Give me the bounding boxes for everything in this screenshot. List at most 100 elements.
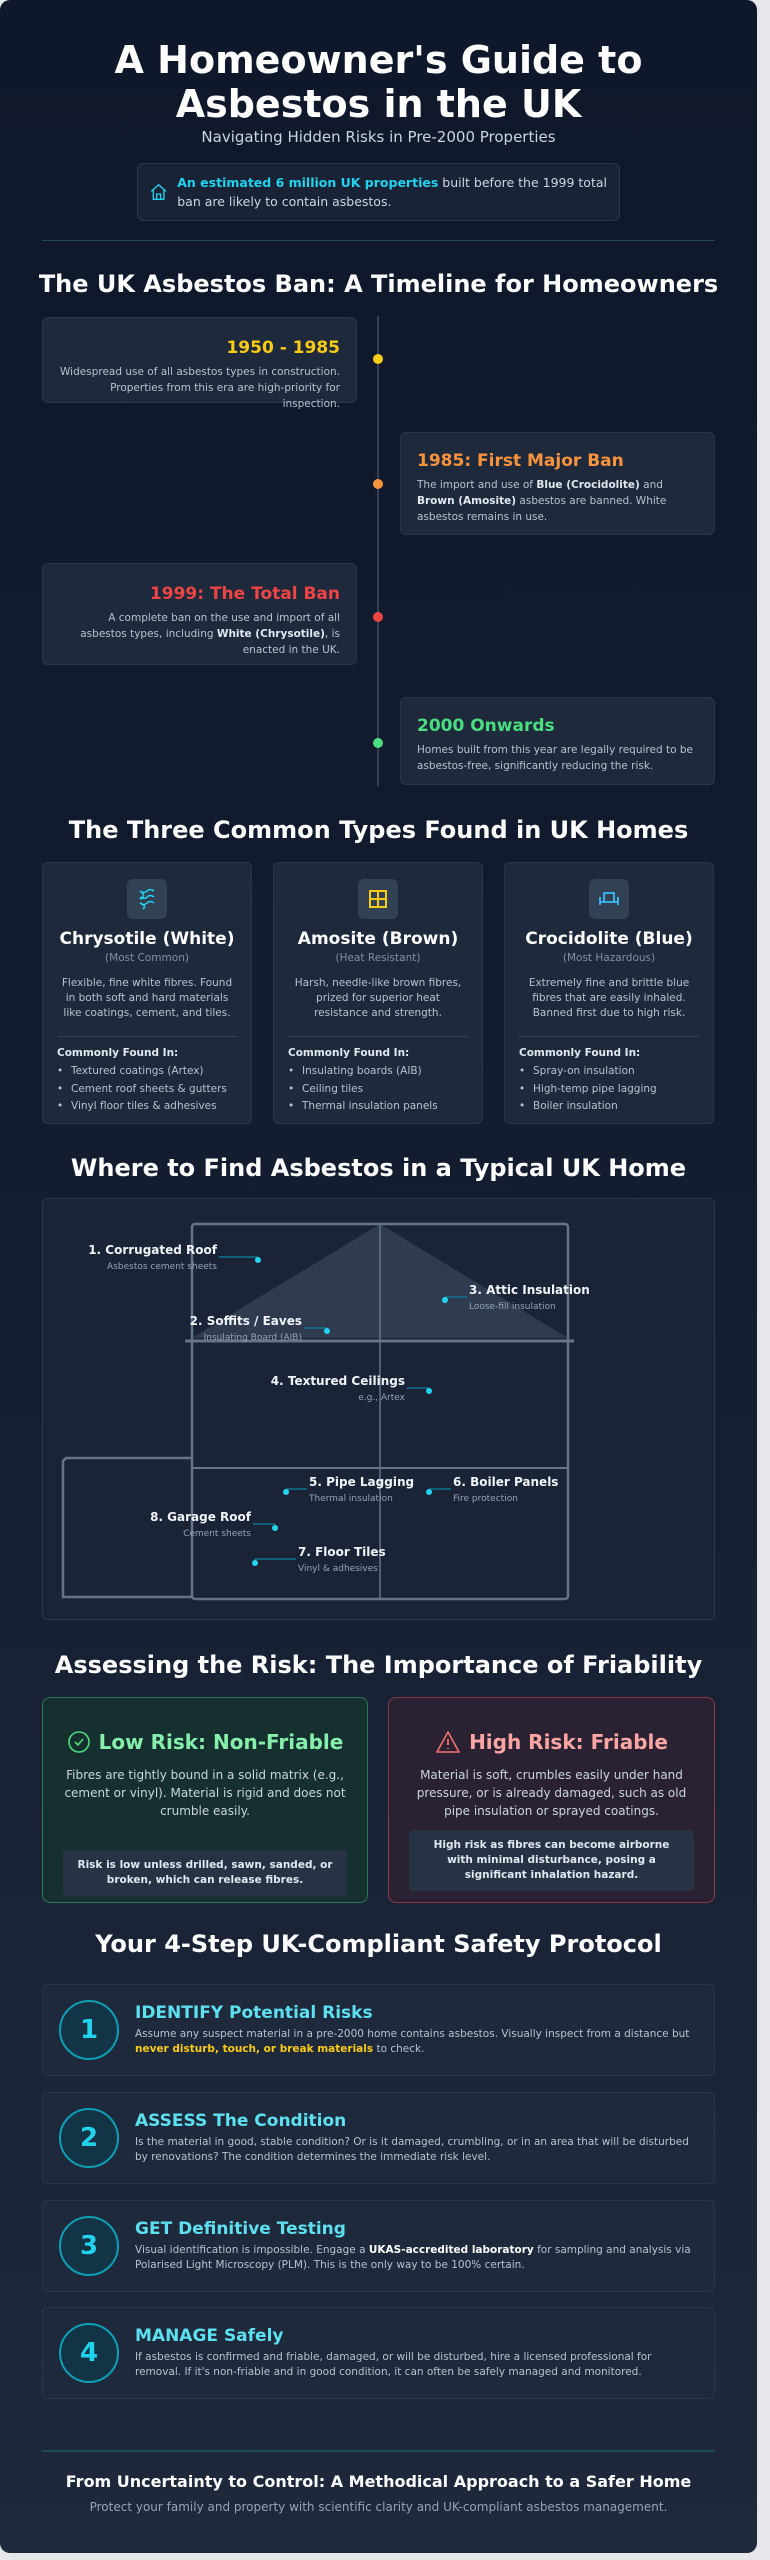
text: , is enacted in the UK. xyxy=(242,628,340,656)
low-risk-note: Risk is low unless drilled, sawn, sanded… xyxy=(63,1850,347,1896)
text: Is the material in good, stable conditio… xyxy=(135,2136,689,2163)
hotspot-label: 1. Corrugated Roof xyxy=(88,1243,218,1257)
timeline-event: 1999: The Total Ban A complete ban on th… xyxy=(42,563,357,665)
hotspot-label: 4. Textured Ceilings xyxy=(271,1374,405,1388)
text: Visual identification is impossible. Eng… xyxy=(135,2244,369,2256)
high-risk-heading: High Risk: Friable xyxy=(409,1730,694,1754)
bold-text: never disturb, touch, or break materials xyxy=(135,2043,374,2055)
home-icon xyxy=(150,184,167,200)
asbestos-type-card: Chrysotile (White) (Most Common) Flexibl… xyxy=(42,862,252,1124)
step-title: ASSESS The Condition xyxy=(135,2111,347,2131)
hotspot-detail: Vinyl & adhesives xyxy=(298,1564,378,1574)
hotspot-dot xyxy=(426,1489,432,1495)
list-item: Cement roof sheets & gutters xyxy=(57,1081,237,1099)
bold-text: White (Chrysotile) xyxy=(216,628,325,640)
hotspot-detail: Thermal insulation xyxy=(308,1494,393,1504)
event-desc: The import and use of Blue (Crocidolite)… xyxy=(417,477,698,525)
found-in-label: Commonly Found In: xyxy=(519,1047,641,1059)
window-grid-icon xyxy=(358,879,398,919)
hotspot-detail: Asbestos cement sheets xyxy=(107,1262,217,1272)
step-title: GET Definitive Testing xyxy=(135,2219,346,2239)
step-content: ASSESS The Condition Is the material in … xyxy=(135,2111,698,2165)
hotspot-detail: e.g., Artex xyxy=(358,1393,405,1403)
type-name: Crocidolite (Blue) xyxy=(525,929,693,949)
timeline-dot xyxy=(373,354,383,364)
divider xyxy=(42,2450,715,2452)
type-desc: Harsh, needle-like brown fibres, prized … xyxy=(294,977,462,1019)
step-number: 3 xyxy=(59,2216,119,2276)
event-desc: A complete ban on the use and import of … xyxy=(59,610,340,658)
hotspot-dot xyxy=(442,1297,448,1303)
type-tag: (Most Hazardous) xyxy=(562,952,656,964)
low-risk-card: Low Risk: Non-Friable Fibres are tightly… xyxy=(42,1697,368,1903)
low-risk-desc: Fibres are tightly bound in a solid matr… xyxy=(64,1768,346,1818)
timeline-event: 2000 Onwards Homes built from this year … xyxy=(400,697,715,785)
hotspot-detail: Cement sheets xyxy=(183,1529,251,1539)
high-risk-title: High Risk: Friable xyxy=(469,1730,668,1754)
text: Widespread use of all asbestos types in … xyxy=(60,366,340,410)
event-desc: Homes built from this year are legally r… xyxy=(417,742,698,774)
list-item: High-temp pipe lagging xyxy=(519,1081,699,1099)
step-desc: Visual identification is impossible. Eng… xyxy=(135,2243,698,2273)
step-desc: Assume any suspect material in a pre-200… xyxy=(135,2027,698,2057)
waves-icon xyxy=(127,879,167,919)
stat-rest: built before the 1999 total ban are like… xyxy=(177,175,607,209)
footer-subtitle: Protect your family and property with sc… xyxy=(89,2500,668,2514)
hotspot-label: 6. Boiler Panels xyxy=(453,1475,558,1489)
bold-text: Brown (Amosite) xyxy=(417,495,517,507)
low-risk-heading: Low Risk: Non-Friable xyxy=(63,1730,347,1754)
risk-title: Assessing the Risk: The Importance of Fr… xyxy=(54,1651,703,1679)
hotspot-label: 2. Soffits / Eaves xyxy=(190,1314,302,1328)
type-tag: (Heat Resistant) xyxy=(335,952,421,964)
protocol-step: 1 IDENTIFY Potential Risks Assume any su… xyxy=(42,1984,715,2076)
text: and xyxy=(639,479,663,491)
event-title: 1950 - 1985 xyxy=(226,338,340,358)
page-subtitle: Navigating Hidden Risks in Pre-2000 Prop… xyxy=(201,128,556,146)
type-name: Amosite (Brown) xyxy=(297,929,459,949)
found-in-list: Spray-on insulationHigh-temp pipe laggin… xyxy=(519,1063,699,1116)
step-number: 1 xyxy=(59,2000,119,2060)
step-number: 2 xyxy=(59,2108,119,2168)
type-desc: Flexible, fine white fibres. Found in bo… xyxy=(61,977,233,1019)
step-desc: If asbestos is confirmed and friable, da… xyxy=(135,2350,698,2380)
timeline-title: The UK Asbestos Ban: A Timeline for Home… xyxy=(38,270,719,298)
step-desc: Is the material in good, stable conditio… xyxy=(135,2135,698,2165)
hotspot-dot xyxy=(255,1257,261,1263)
type-desc: Extremely fine and brittle blue fibres t… xyxy=(528,977,690,1019)
hotspot-dot xyxy=(283,1489,289,1495)
text: A complete ban on the use and import of … xyxy=(80,612,340,640)
garage-outline xyxy=(61,1456,192,1599)
hotspot-label: 5. Pipe Lagging xyxy=(309,1475,414,1489)
pipe-icon xyxy=(589,879,629,919)
list-item: Ceiling tiles xyxy=(288,1081,468,1099)
protocol-step: 3 GET Definitive Testing Visual identifi… xyxy=(42,2200,715,2292)
step-content: GET Definitive Testing Visual identifica… xyxy=(135,2219,698,2273)
asbestos-type-card: Amosite (Brown) (Heat Resistant) Harsh, … xyxy=(273,862,483,1124)
hotspot-dot xyxy=(252,1560,258,1566)
hotspot-detail: Loose-fill insulation xyxy=(469,1302,556,1312)
list-item: Spray-on insulation xyxy=(519,1063,699,1081)
hotspot-dot xyxy=(272,1525,278,1531)
event-title: 1999: The Total Ban xyxy=(149,584,340,604)
event-title: 1985: First Major Ban xyxy=(417,451,624,471)
divider xyxy=(288,1036,468,1037)
text: for sampling and analysis via Polarised … xyxy=(135,2244,691,2271)
text: to check. xyxy=(373,2043,425,2055)
step-number: 4 xyxy=(59,2323,119,2383)
stat-callout: An estimated 6 million UK properties bui… xyxy=(137,163,620,221)
hotspot-detail: Fire protection xyxy=(453,1494,518,1504)
hotspot-dot xyxy=(324,1328,330,1334)
hotspot-label: 3. Attic Insulation xyxy=(469,1283,590,1297)
home-title: Where to Find Asbestos in a Typical UK H… xyxy=(70,1154,687,1182)
hotspot-dot xyxy=(426,1388,432,1394)
high-risk-card: High Risk: Friable Material is soft, cru… xyxy=(388,1697,715,1903)
timeline-dot xyxy=(373,479,383,489)
step-title: MANAGE Safely xyxy=(135,2326,284,2346)
step-title: IDENTIFY Potential Risks xyxy=(135,2003,373,2023)
protocol-step: 4 MANAGE Safely If asbestos is confirmed… xyxy=(42,2307,715,2399)
high-risk-note: High risk as fibres can become airborne … xyxy=(409,1830,694,1891)
hotspot-label: 7. Floor Tiles xyxy=(298,1545,386,1559)
